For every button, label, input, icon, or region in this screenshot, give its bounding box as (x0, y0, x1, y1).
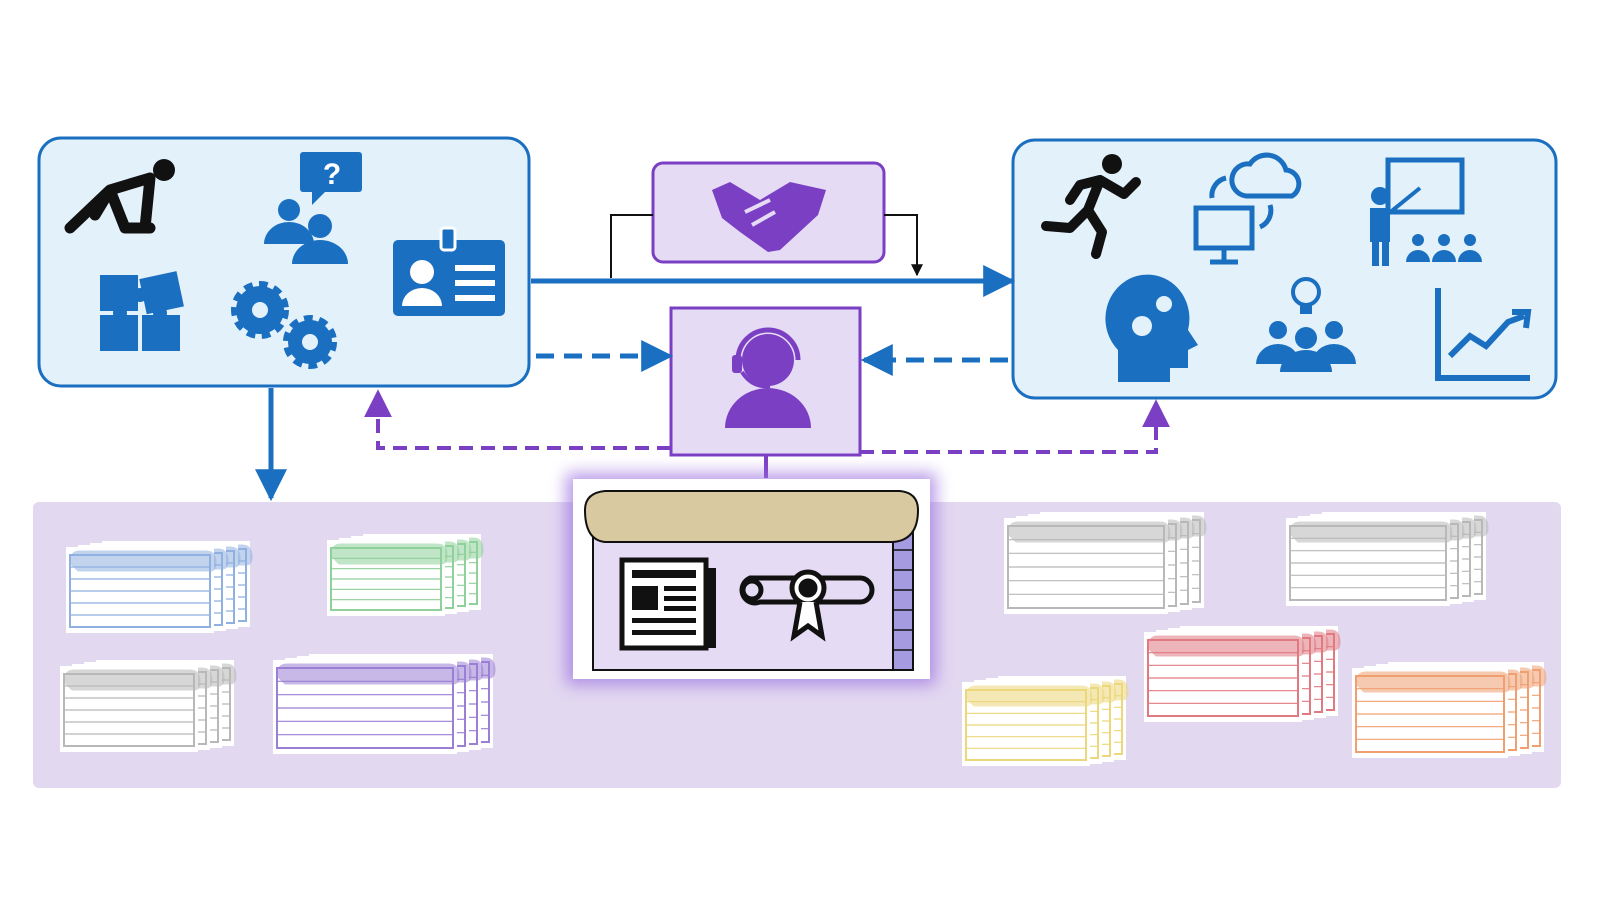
team-idea-icon (1256, 277, 1356, 372)
diploma-icon (739, 569, 875, 642)
card-stack (273, 654, 496, 754)
running-person-icon (1041, 154, 1141, 259)
support-agent-box (669, 306, 862, 457)
card-stack (60, 660, 237, 752)
users-question-icon: ? (264, 152, 362, 264)
growth-chart-icon (1435, 288, 1532, 381)
card-stacks (60, 512, 1547, 766)
support-agent-icon (725, 327, 811, 428)
card-stack (66, 541, 253, 633)
left-panel: ? (37, 136, 531, 388)
card-stack (1144, 626, 1341, 722)
svg-text:?: ? (323, 158, 341, 191)
card-stack (1004, 512, 1207, 614)
cloud-sync-computer-icon (1193, 152, 1302, 265)
card-stack (1352, 662, 1547, 758)
card-stack (962, 676, 1129, 766)
connectors (255, 214, 1170, 502)
head-gears-icon (1105, 274, 1198, 382)
puzzle-icon (100, 271, 184, 351)
presentation-teacher-icon (1370, 157, 1482, 266)
handshake-icon (712, 182, 826, 252)
newspaper-icon (619, 557, 716, 651)
id-card-icon (393, 226, 505, 316)
central-archive (566, 473, 936, 685)
handshake-box (651, 161, 886, 264)
gears-icon (231, 281, 337, 369)
card-stack (1286, 512, 1489, 606)
person-starting-blocks-icon (64, 159, 175, 234)
right-panel (1011, 138, 1558, 400)
card-stack (327, 534, 484, 616)
